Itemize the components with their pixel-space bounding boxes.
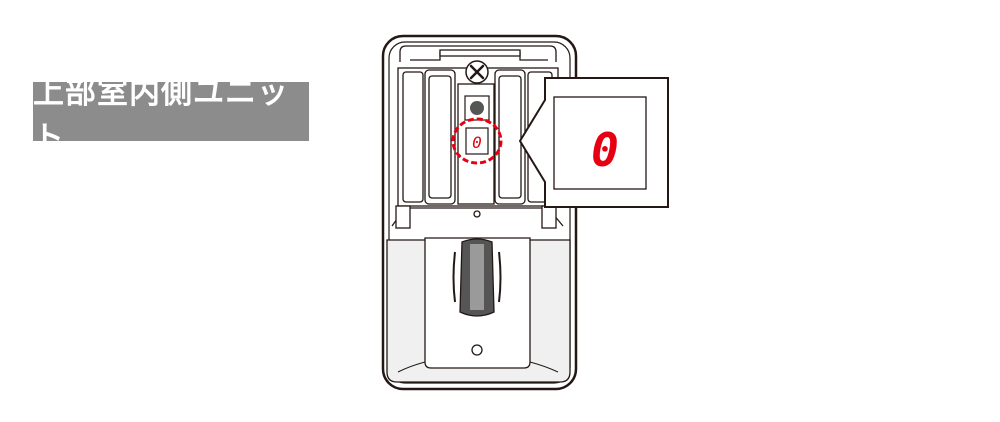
- highlight-circle: [451, 117, 503, 165]
- zoom-callout: [518, 77, 669, 208]
- battery-compartment: [397, 67, 559, 207]
- setting-button[interactable]: [464, 95, 490, 121]
- thumb-turn-knob[interactable]: [452, 238, 502, 317]
- zoom-display-digit: 0: [591, 123, 619, 177]
- screw-icon: [465, 60, 489, 84]
- mid-ledge: [391, 205, 564, 229]
- upper-frame: [399, 45, 557, 62]
- small-display-digit: 0: [472, 133, 482, 152]
- small-display: [465, 127, 489, 155]
